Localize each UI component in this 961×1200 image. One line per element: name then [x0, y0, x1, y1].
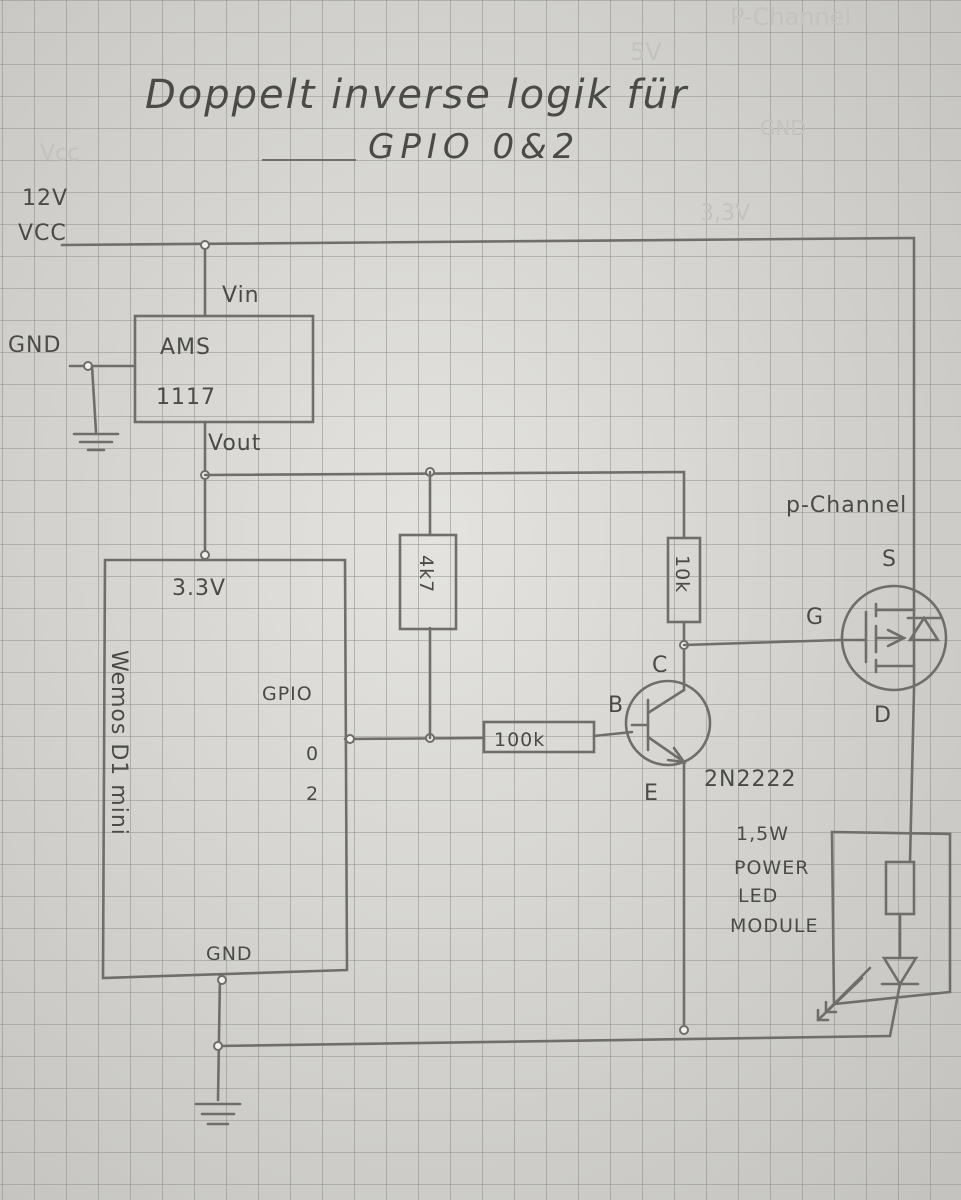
- transistor-base-label: B: [608, 693, 624, 718]
- board-gpio2-label: 2: [306, 783, 319, 805]
- board-3v3-junction: [200, 550, 210, 560]
- vcc-label: VCC: [18, 221, 67, 246]
- mosfet-gate-label: G: [806, 605, 824, 630]
- led-module-line3: LED: [738, 885, 778, 907]
- mosfet-drain-label: D: [874, 703, 892, 728]
- base-wire: [592, 730, 634, 738]
- ghost-text: 5V P-Channel 3,3V Vcc GND: [40, 3, 851, 226]
- emitter-gnd-junction: [679, 1025, 689, 1035]
- diagram-title-line1: Doppelt inverse logik für: [145, 72, 689, 118]
- ground-icon: [72, 432, 120, 452]
- p-channel-mosfet-icon: [838, 584, 948, 692]
- board-name: Wemos D1 mini: [106, 650, 131, 836]
- led-module-box: [830, 830, 952, 1006]
- regulator-gnd-drop: [90, 364, 98, 434]
- mosfet-type-label: p-Channel: [786, 493, 907, 518]
- board-gpio-label: GPIO: [262, 683, 313, 705]
- board-gnd-wire: [216, 973, 222, 1102]
- pullup-resistor-value: 4k7: [415, 555, 437, 593]
- transistor-emitter-label: E: [644, 781, 659, 806]
- svg-text:P-Channel: P-Channel: [730, 3, 851, 31]
- regulator-box: [133, 314, 315, 424]
- board-gnd-junction: [217, 975, 227, 985]
- vcc-junction: [200, 240, 210, 250]
- gnd-rail-junction: [213, 1041, 223, 1051]
- regulator-part: 1117: [156, 385, 216, 410]
- svg-text:Vcc: Vcc: [40, 141, 79, 166]
- collector-resistor-value: 10k: [671, 555, 693, 593]
- vin-label: Vin: [222, 283, 260, 308]
- led-module-line2: POWER: [734, 857, 809, 879]
- board-gpio0-label: 0: [306, 743, 319, 765]
- gate-wire: [682, 638, 842, 647]
- pullup-resistor: [398, 533, 458, 631]
- base-resistor-value: 100k: [494, 729, 545, 751]
- vout-label: Vout: [208, 431, 261, 456]
- svg-text:3,3V: 3,3V: [700, 201, 750, 226]
- gnd-label: GND: [8, 333, 61, 358]
- board-gnd-label: GND: [206, 943, 253, 965]
- led-gnd-wire: [888, 982, 902, 1038]
- main-ground-icon: [194, 1102, 242, 1126]
- regulator-name: AMS: [160, 335, 211, 360]
- supply-voltage-label: 12V: [22, 186, 68, 211]
- 3v3-rail: [203, 470, 686, 540]
- transistor-part-label: 2N2222: [704, 767, 796, 792]
- svg-text:GND: GND: [760, 116, 806, 140]
- transistor-collector-label: C: [652, 653, 668, 678]
- led-module-line1: 1,5W: [736, 823, 789, 845]
- board-outline: [101, 558, 349, 980]
- board-3v3-label: 3.3V: [172, 576, 226, 601]
- led-module-line4: MODULE: [730, 915, 818, 937]
- vcc-rail: [60, 236, 916, 592]
- diagram-title-line2: GPIO 0&2: [368, 127, 580, 167]
- mosfet-source-label: S: [882, 547, 897, 572]
- gpio-wire: [343, 736, 486, 741]
- svg-text:5V: 5V: [630, 38, 662, 66]
- gnd-rail: [216, 1034, 892, 1048]
- gpio-junction: [345, 734, 355, 744]
